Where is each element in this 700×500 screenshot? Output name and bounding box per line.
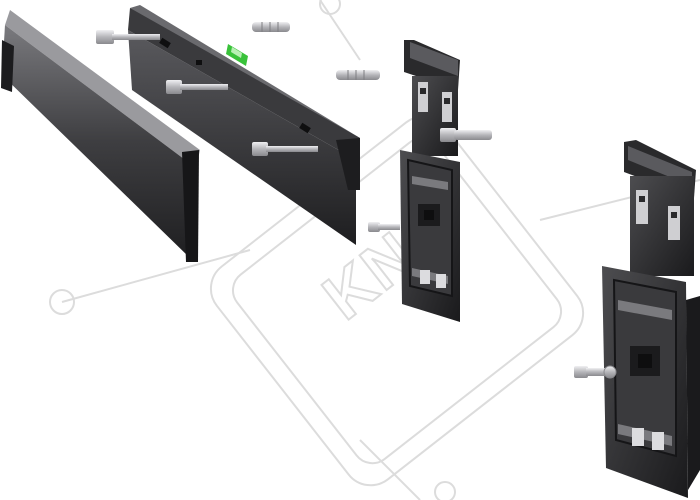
- bracket-bolt-middle-side: [368, 222, 400, 232]
- bolt-1: [96, 30, 160, 44]
- tv-bracket-middle: [400, 40, 460, 322]
- cross-bar-left-end: [1, 40, 14, 92]
- wall-anchor-2: [336, 70, 380, 80]
- cross-bar-right-end: [182, 150, 199, 262]
- bracket-bolt-right-side: [574, 365, 617, 379]
- bolt-2: [166, 80, 228, 94]
- bracket-bolt-middle-top: [440, 128, 492, 142]
- tv-bracket-right: [602, 140, 700, 498]
- cross-bar: [1, 10, 200, 262]
- bolt-3: [252, 142, 318, 156]
- wall-anchor-1: [252, 22, 290, 32]
- wall-rail: [128, 5, 360, 245]
